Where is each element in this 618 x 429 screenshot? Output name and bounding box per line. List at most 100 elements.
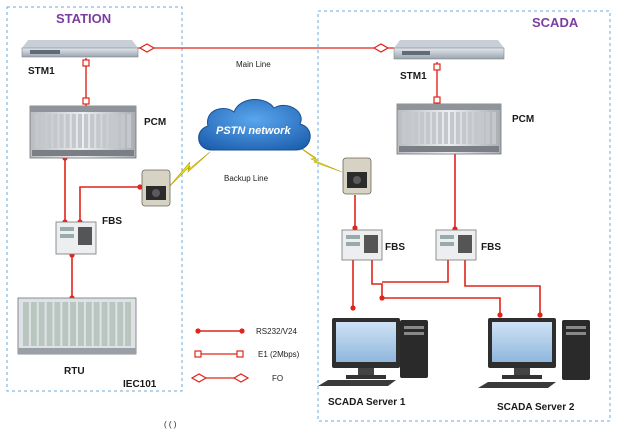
- rack-slot: [47, 114, 52, 148]
- rack-slot: [35, 114, 40, 148]
- rack-slot: [426, 112, 430, 144]
- station-title: STATION: [56, 11, 111, 26]
- rack-slot: [420, 112, 424, 144]
- e1-marker-right-top: [433, 63, 441, 71]
- rack-slot: [456, 112, 460, 144]
- dot-4: [137, 184, 143, 190]
- pcm-device-right: [396, 103, 502, 155]
- rack-slot: [41, 114, 46, 148]
- rack-slot: [96, 114, 101, 148]
- rack-slot: [108, 114, 113, 148]
- rack-slot: [125, 302, 131, 346]
- rack-slot: [114, 114, 119, 148]
- station-region: [6, 6, 183, 392]
- rack-slot: [444, 112, 448, 144]
- modem-left: [141, 169, 171, 207]
- legend: RS232/V24 E1 (2Mbps) FO: [190, 327, 300, 383]
- legend-diamond-right: [232, 373, 250, 383]
- scada-server-1: [318, 318, 428, 386]
- rack-slot: [474, 112, 478, 144]
- rack-slot: [93, 302, 100, 346]
- rack-slot: [486, 112, 490, 144]
- main-line-label: Main Line: [236, 60, 271, 69]
- backup-line-label: Backup Line: [224, 174, 269, 183]
- e1-marker-left-bot: [82, 97, 90, 105]
- rack-slot: [126, 114, 131, 148]
- rack-slot: [78, 302, 84, 346]
- pcm-right-label: PCM: [512, 114, 534, 125]
- rack-slot: [109, 302, 116, 346]
- pstn-cloud: [198, 99, 311, 151]
- fbs-device-right: [435, 229, 477, 261]
- rack-slot: [117, 302, 124, 346]
- dot-9: [350, 305, 356, 311]
- rack-slot: [450, 112, 454, 144]
- rack-slot: [402, 112, 406, 144]
- rack-slot: [468, 112, 472, 144]
- rack-slot: [414, 112, 418, 144]
- rack-slot: [70, 302, 76, 346]
- fbs-left-label: FBS: [102, 216, 122, 227]
- fo-marker-left: [138, 43, 156, 53]
- rack-slot: [62, 302, 69, 346]
- rack-slot: [432, 112, 436, 144]
- server1-label: SCADA Server 1: [328, 397, 406, 408]
- rack-slot: [101, 302, 108, 346]
- rtu-device: [17, 297, 137, 355]
- rack-slot: [85, 302, 92, 346]
- rack-slot: [438, 112, 442, 144]
- e1-marker-right-bot: [433, 96, 441, 104]
- pstn-label: PSTN network: [216, 125, 291, 137]
- rack-slot: [65, 114, 70, 148]
- legend-dot-right: [239, 328, 245, 334]
- dot-10: [379, 295, 385, 301]
- rack-slot: [54, 302, 61, 346]
- stray-text: ( ( ): [164, 420, 177, 429]
- stm1-right-label: STM1: [400, 71, 427, 82]
- rs232-fbs-mid-server2: [371, 260, 501, 315]
- stm1-left-label: STM1: [28, 66, 55, 77]
- rack-slot: [46, 302, 53, 346]
- scada-title: SCADA: [532, 15, 579, 30]
- legend-dot-left: [195, 328, 201, 334]
- rack-slot: [84, 114, 89, 148]
- rs232-fbs-modem-left: [79, 186, 140, 222]
- rtu-label: RTU: [64, 366, 85, 377]
- e1-marker-left-top: [82, 59, 90, 67]
- fbs-right-label: FBS: [481, 242, 501, 253]
- dot-7: [352, 225, 358, 231]
- modem-right: [342, 157, 372, 195]
- lightning-right: [291, 141, 343, 173]
- rack-slot: [462, 112, 466, 144]
- rack-slot: [77, 114, 82, 148]
- server2-label: SCADA Server 2: [497, 402, 575, 413]
- rack-slot: [102, 114, 107, 148]
- legend-rs232: RS232/V24: [256, 327, 297, 336]
- rack-slot: [53, 114, 58, 148]
- rs232-fbs-right-server2: [464, 260, 541, 315]
- rack-slot: [408, 112, 412, 144]
- pcm-left-label: PCM: [144, 117, 166, 128]
- legend-diamond-left: [190, 373, 208, 383]
- legend-square-left: [194, 350, 202, 358]
- rack-slot: [480, 112, 484, 144]
- legend-square-right: [236, 350, 244, 358]
- legend-e1: E1 (2Mbps): [258, 350, 300, 359]
- rack-slot: [90, 114, 95, 148]
- fbs-device-left: [55, 221, 97, 255]
- fbs-mid-label: FBS: [385, 242, 405, 253]
- fo-marker-right: [372, 43, 390, 53]
- pcm-device-left: [29, 105, 137, 159]
- lightning-left: [167, 151, 211, 189]
- rack-slot: [120, 114, 125, 148]
- stm1-device-right: [393, 40, 505, 60]
- rack-slot: [23, 302, 29, 346]
- stm1-device-left: [21, 40, 139, 58]
- rack-slot: [492, 112, 496, 144]
- rack-slot: [30, 302, 37, 346]
- legend-fo: FO: [272, 374, 283, 383]
- rack-slot: [38, 302, 45, 346]
- rack-slot: [71, 114, 76, 148]
- dot-12: [537, 312, 543, 318]
